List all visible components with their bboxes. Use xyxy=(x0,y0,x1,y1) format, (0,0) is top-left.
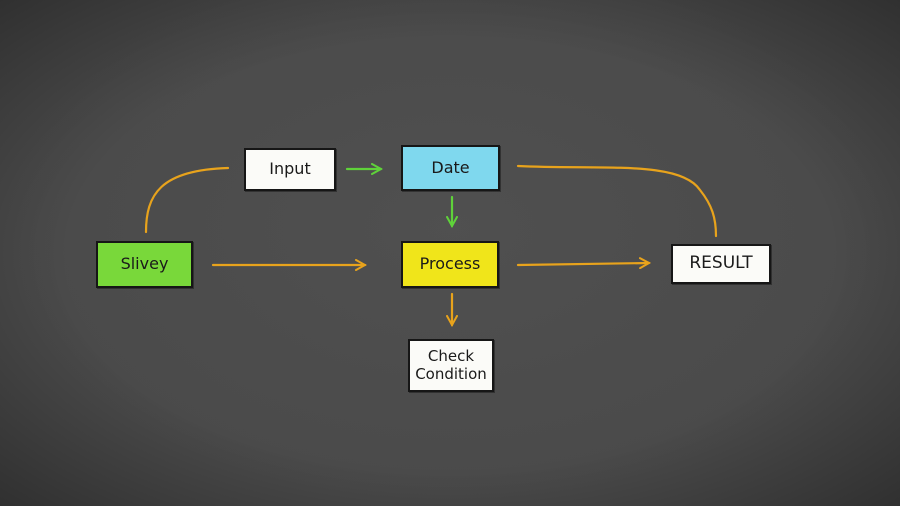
node-slivey-label: Slivey xyxy=(120,254,169,274)
node-check-line1: Check xyxy=(427,347,475,366)
node-check-line2: Condition xyxy=(415,364,487,383)
connector-slivey-to-input xyxy=(144,166,230,234)
arrow-process-to-result xyxy=(516,263,649,265)
node-slivey: Slivey xyxy=(96,241,193,288)
node-result: RESULT xyxy=(671,244,771,284)
node-process: Process xyxy=(401,241,499,288)
node-check-condition: Check Condition xyxy=(408,339,494,392)
node-data-label: Date xyxy=(431,157,470,177)
connector-data-to-result xyxy=(516,164,718,238)
node-input-label: Input xyxy=(269,159,311,179)
node-input: Input xyxy=(244,148,336,191)
node-result-label: RESULT xyxy=(689,253,753,274)
node-process-label: Process xyxy=(419,254,481,274)
node-data: Date xyxy=(401,145,500,191)
